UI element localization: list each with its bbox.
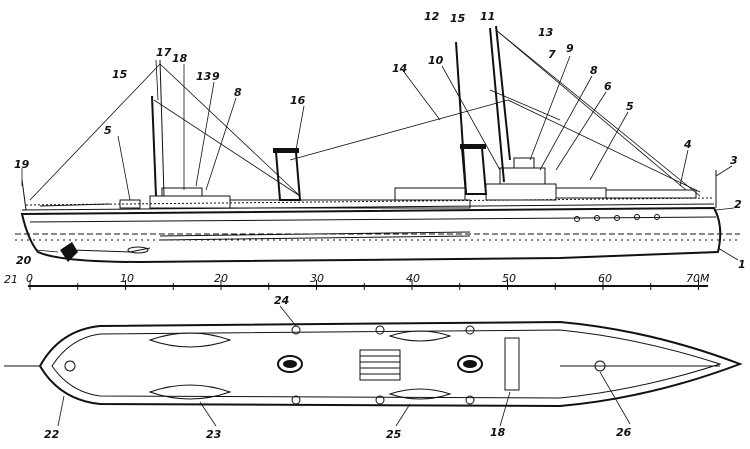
- shaft: [71, 247, 151, 253]
- waterline: [15, 233, 740, 241]
- callout-label: 5: [104, 124, 112, 137]
- callout-label: 26: [616, 426, 632, 439]
- callout-label: 25: [386, 428, 402, 441]
- callout-label: 14: [392, 62, 407, 75]
- bridge-plan: [504, 337, 520, 391]
- callout-label: 1: [738, 258, 746, 271]
- deck-plan: [4, 320, 743, 408]
- callout-label: 13: [538, 26, 554, 39]
- side-elevation: [15, 25, 740, 264]
- scale-tick-label: 70M: [686, 272, 710, 285]
- scale-tick-label: 0: [26, 272, 33, 285]
- hull: [20, 206, 722, 264]
- scale-bar: 21 0 10 20 30 40 50 60 70M: [4, 272, 710, 290]
- callout-label: 19: [14, 158, 30, 171]
- callout-label: 13: [196, 70, 212, 83]
- funnel-plan: [277, 355, 483, 373]
- rigging: [29, 29, 701, 201]
- guns: [64, 325, 606, 405]
- callout-label: 22: [44, 428, 60, 441]
- callout-label: 11: [480, 10, 495, 23]
- callout-label: 5: [626, 100, 634, 113]
- callout-label: 18: [172, 52, 188, 65]
- scale-origin-label: 21: [4, 273, 18, 286]
- callout-label: 4: [683, 138, 692, 151]
- callout-label: 18: [490, 426, 506, 439]
- callout-label: 10: [428, 54, 444, 67]
- propeller: [60, 242, 78, 262]
- callout-label: 16: [290, 94, 306, 107]
- callout-label: 20: [16, 254, 32, 267]
- deck-outline: [38, 320, 743, 408]
- callout-label: 12: [424, 10, 440, 23]
- callout-labels: 1 2 3 4 5 5 6 7 8 8 9 9 10 11 12 13 13 1…: [14, 10, 746, 441]
- callout-label: 7: [548, 48, 556, 61]
- callout-label: 8: [590, 64, 598, 77]
- callout-label: 8: [234, 86, 242, 99]
- callout-label: 9: [566, 42, 574, 55]
- masts: [151, 25, 511, 197]
- callout-label: 6: [604, 80, 612, 93]
- aft-superstructure: [39, 187, 231, 209]
- callout-label: 23: [206, 428, 222, 441]
- scale-tick-label: 40: [406, 272, 420, 285]
- callout-label: 9: [212, 70, 220, 83]
- callout-label: 24: [274, 294, 289, 307]
- midship-deckhouse: [229, 187, 471, 209]
- callout-label: 17: [156, 46, 172, 59]
- scale-tick-label: 20: [214, 272, 228, 285]
- callout-label: 15: [112, 68, 128, 81]
- scale-tick-label: 10: [120, 272, 134, 285]
- scale-tick-label: 60: [598, 272, 612, 285]
- callout-label: 15: [450, 12, 466, 25]
- boats: [148, 330, 452, 400]
- portholes: [574, 214, 660, 222]
- callout-label: 3: [730, 154, 738, 167]
- scale-tick-label: 50: [502, 272, 516, 285]
- skylight-grating: [359, 349, 401, 381]
- funnels: [273, 144, 488, 201]
- callout-label: 2: [734, 198, 742, 211]
- scale-tick-label: 30: [310, 272, 324, 285]
- leader-lines: [21, 55, 739, 427]
